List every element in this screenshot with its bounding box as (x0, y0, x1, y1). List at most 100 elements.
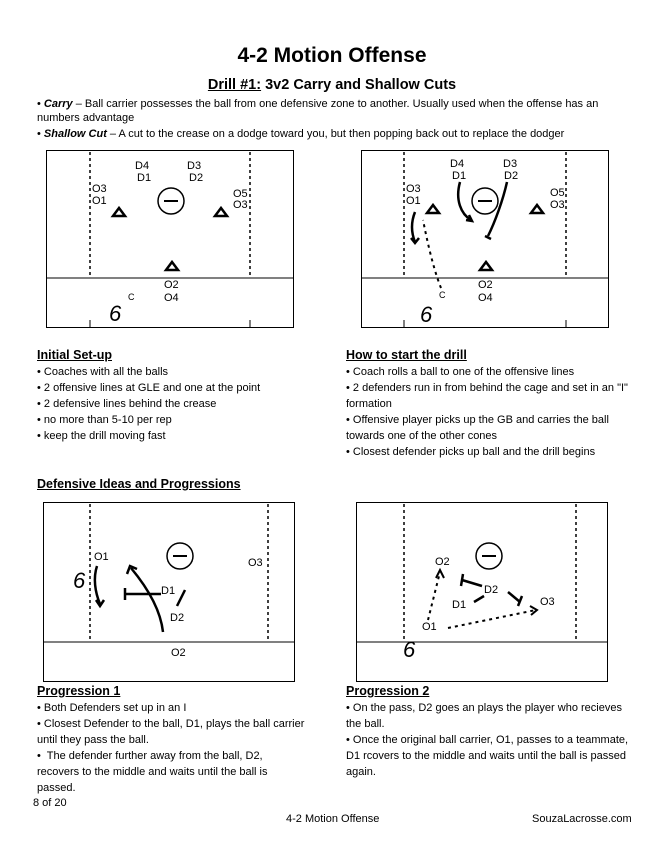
arrow-head-icon (435, 567, 445, 579)
label-d1: D1 (452, 599, 466, 611)
pass-path (447, 609, 537, 629)
defender-path-arrow (507, 591, 521, 603)
field-border (361, 150, 609, 328)
progression-1-heading: Progression 1 (37, 684, 121, 698)
arrow-head-icon (465, 214, 475, 223)
diagram-progression-1: O1 O3 D1 D2 O2 6 (43, 502, 295, 682)
drill-number: Drill #1: (207, 77, 262, 93)
label-o1: O1 (422, 621, 437, 633)
ground-ball-path (422, 219, 442, 289)
check-line (461, 578, 483, 588)
cone-icon (424, 202, 442, 215)
definition-term: Carry (43, 98, 73, 110)
list-item: Closest defender picks up ball and the d… (346, 444, 638, 460)
how-to-start-list: Coach rolls a ball to one of the offensi… (346, 364, 638, 460)
list-item: The defender further away from the ball,… (37, 748, 307, 796)
list-item: 2 offensive lines at GLE and one at the … (37, 380, 317, 396)
stop-mark (516, 595, 524, 607)
how-to-start-heading: How to start the drill (346, 348, 467, 362)
list-item: Closest Defender to the ball, D1, plays … (37, 716, 307, 748)
label-o2: O2 (435, 556, 450, 568)
arrow-head-icon (410, 237, 420, 246)
list-item: Coaches with all the balls (37, 364, 317, 380)
diagram-initial-setup: D4 D3 D1 D2 O3 O1 O5 O3 O2 O4 C 6 (46, 150, 294, 328)
coach-marker: 6 (420, 302, 433, 327)
list-item: no more than 5-10 per rep (37, 412, 317, 428)
label-o3: O3 (248, 557, 263, 569)
label-o3-right: O3 (233, 199, 248, 211)
label-d2: D2 (504, 170, 518, 182)
pass-path (427, 571, 441, 621)
list-item: Coach rolls a ball to one of the offensi… (346, 364, 638, 380)
definition-term: Shallow Cut (43, 128, 107, 140)
goal-crease (157, 187, 185, 215)
label-o2: O2 (164, 279, 179, 291)
label-d4: D4 (135, 160, 149, 172)
label-d1: D1 (137, 172, 151, 184)
label-d4: D4 (450, 158, 464, 170)
footer-site: SouzaLacrosse.com (532, 813, 632, 825)
label-d3: D3 (503, 158, 517, 170)
coach-marker: 6 (403, 637, 416, 662)
cone-icon (528, 202, 546, 215)
label-d2: D2 (484, 584, 498, 596)
initial-setup-list: Coaches with all the balls 2 offensive l… (37, 364, 317, 444)
coach-marker: 6 (109, 301, 122, 326)
defender-path-arrow (486, 181, 509, 237)
stop-mark (459, 573, 465, 587)
label-o3: O3 (92, 183, 107, 195)
label-o3-right: O3 (550, 199, 565, 211)
label-coach: C (439, 290, 446, 300)
diagram-progression-2: O2 D2 D1 O3 O1 6 (356, 502, 608, 682)
list-item: keep the drill moving fast (37, 428, 317, 444)
label-o2: O2 (171, 647, 186, 659)
definition-text: – Ball carrier possesses the ball from o… (37, 98, 599, 124)
label-d1: D1 (161, 585, 175, 597)
coach-marker: 6 (73, 568, 86, 593)
label-o1: O1 (94, 551, 109, 563)
label-o5: O5 (233, 188, 248, 200)
label-o4: O4 (164, 292, 179, 304)
arrow-head-icon (529, 605, 539, 616)
defender-path-arrow (456, 181, 472, 222)
stop-mark (484, 234, 492, 241)
goal-crease (471, 187, 499, 215)
page-number: 8 of 20 (33, 797, 67, 809)
recover-path (473, 594, 485, 604)
defender-path-arrow (130, 567, 165, 633)
list-item: 2 defensive lines behind the crease (37, 396, 317, 412)
diagram-start-drill: D4 D3 D1 D2 O3 O1 O5 O3 O2 O4 C 6 (361, 150, 609, 328)
page-title: 4-2 Motion Offense (237, 44, 427, 67)
label-o1: O1 (92, 195, 107, 207)
label-o3: O3 (406, 183, 421, 195)
label-d3: D3 (187, 160, 201, 172)
definition-text: – A cut to the crease on a dodge toward … (106, 128, 565, 140)
arrow-head-icon (94, 599, 106, 609)
cone-icon (110, 205, 128, 218)
carry-path-arrow (410, 211, 417, 243)
progression-2-list: On the pass, D2 goes an plays the player… (346, 700, 638, 780)
label-d2: D2 (170, 612, 184, 624)
label-o4: O4 (478, 292, 493, 304)
drill-name: 3v2 Carry and Shallow Cuts (261, 77, 457, 93)
carry-path-arrow (93, 565, 102, 605)
list-item: On the pass, D2 goes an plays the player… (346, 700, 638, 732)
label-d2: D2 (189, 172, 203, 184)
progression-2-heading: Progression 2 (346, 684, 430, 698)
field-border (46, 150, 294, 328)
drill-title: Drill #1: 3v2 Carry and Shallow Cuts (0, 77, 664, 93)
field-border (43, 502, 295, 682)
list-item: Both Defenders set up in an I (37, 700, 307, 716)
list-item: 2 defenders run in from behind the cage … (346, 380, 638, 412)
goal-crease (475, 542, 503, 570)
label-o3: O3 (540, 596, 555, 608)
label-o5: O5 (550, 187, 565, 199)
initial-setup-heading: Initial Set-up (37, 348, 112, 362)
cone-icon (212, 205, 230, 218)
defensive-ideas-heading: Defensive Ideas and Progressions (37, 477, 241, 491)
field-border (356, 502, 608, 682)
label-o1: O1 (406, 195, 421, 207)
definition-shallow-cut: • Shallow Cut – A cut to the crease on a… (37, 128, 565, 140)
goal-crease (166, 542, 194, 570)
label-coach: C (128, 292, 135, 302)
